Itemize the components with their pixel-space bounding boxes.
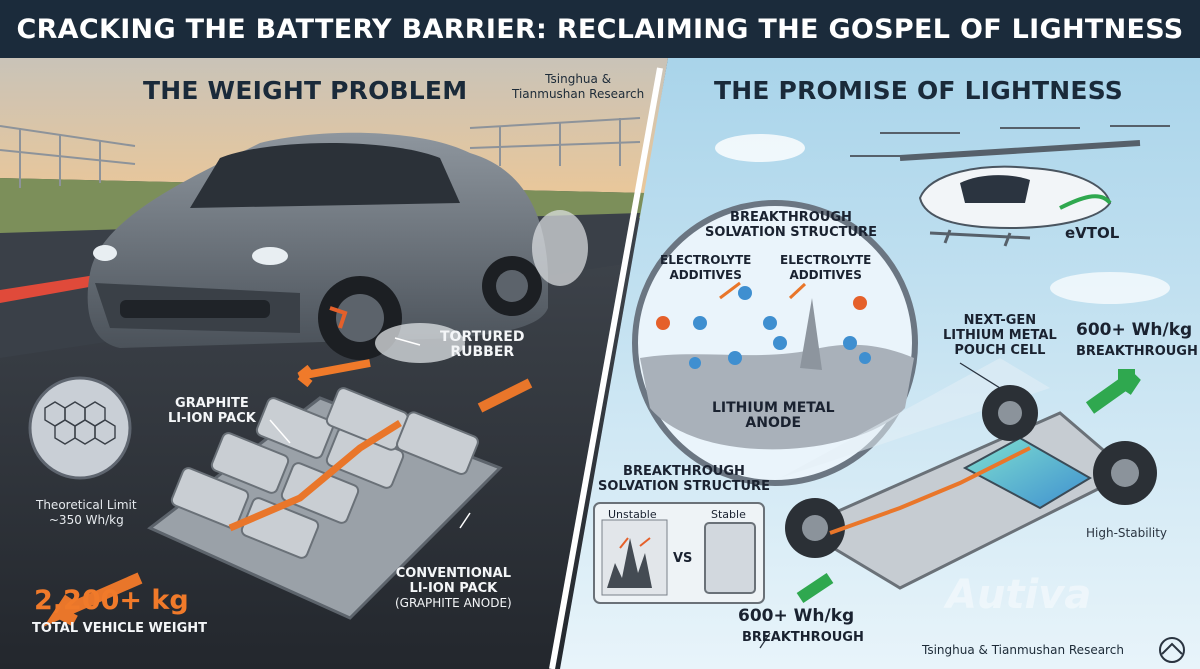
solvation-magnifier (632, 200, 1050, 486)
graphite-lattice-icon (28, 376, 132, 480)
tortured-rubber-label: TORTURED RUBBER (440, 329, 525, 360)
infographic-art (0, 58, 1200, 669)
left-leader-lines (269, 337, 471, 529)
vehicle-weight-label: TOTAL VEHICLE WEIGHT (32, 621, 208, 636)
graphite-pack-label: GRAPHITE LI-ION PACK (168, 396, 256, 426)
sports-car-illustration (87, 132, 588, 388)
right-panel-heading: THE PROMISE OF LIGHTNESS (714, 76, 1123, 105)
bottom-energy-density-value: 600+ Wh/kg (738, 606, 855, 626)
next-gen-cell-label: NEXT-GEN LITHIUM METAL POUCH CELL (943, 313, 1057, 358)
evtol-label: eVTOL (1065, 224, 1120, 242)
additives-right-label: ELECTROLYTE ADDITIVES (780, 253, 872, 282)
additives-left-label: ELECTROLYTE ADDITIVES (660, 253, 752, 282)
box-title: BREAKTHROUGH SOLVATION STRUCTURE (598, 464, 770, 494)
infographic-stage: THE WEIGHT PROBLEM Tsinghua & Tianmushan… (0, 58, 1200, 669)
evtol-aircraft (850, 125, 1170, 247)
vehicle-weight-value: 2,200+ kg (34, 585, 189, 616)
top-breakthrough-label: BREAKTHROUGH (1076, 344, 1198, 359)
lithium-anode-label: LITHIUM METAL ANODE (712, 400, 835, 431)
conventional-battery-pack (43, 378, 533, 627)
theoretical-limit-label: Theoretical Limit ~350 Wh/kg (36, 498, 137, 527)
left-source-note: Tsinghua & Tianmushan Research (512, 72, 645, 101)
left-panel-heading: THE WEIGHT PROBLEM (143, 76, 468, 105)
high-stability-label: High-Stability (1086, 526, 1168, 540)
bottom-breakthrough-label: BREAKTHROUGH (742, 630, 864, 645)
title-bar: CRACKING THE BATTERY BARRIER: RECLAIMING… (0, 0, 1200, 58)
page-title: CRACKING THE BATTERY BARRIER: RECLAIMING… (16, 13, 1184, 45)
right-leader-lines (759, 362, 1001, 649)
stability-comparison-box (593, 502, 765, 604)
conventional-pack-label: CONVENTIONAL LI-ION PACK (GRAPHITE ANODE… (395, 566, 512, 610)
watermark-logo: Autiva (946, 572, 1092, 618)
stable-label: Stable (711, 508, 746, 521)
footer-source: Tsinghua & Tianmushan Research (922, 643, 1124, 657)
circle-title: BREAKTHROUGH SOLVATION STRUCTURE (705, 210, 877, 240)
vs-label: VS (673, 551, 693, 566)
unstable-label: Unstable (608, 508, 657, 521)
footer-logo-icon (1159, 637, 1185, 663)
ev-chassis (785, 369, 1157, 603)
top-energy-density-value: 600+ Wh/kg (1076, 320, 1193, 340)
